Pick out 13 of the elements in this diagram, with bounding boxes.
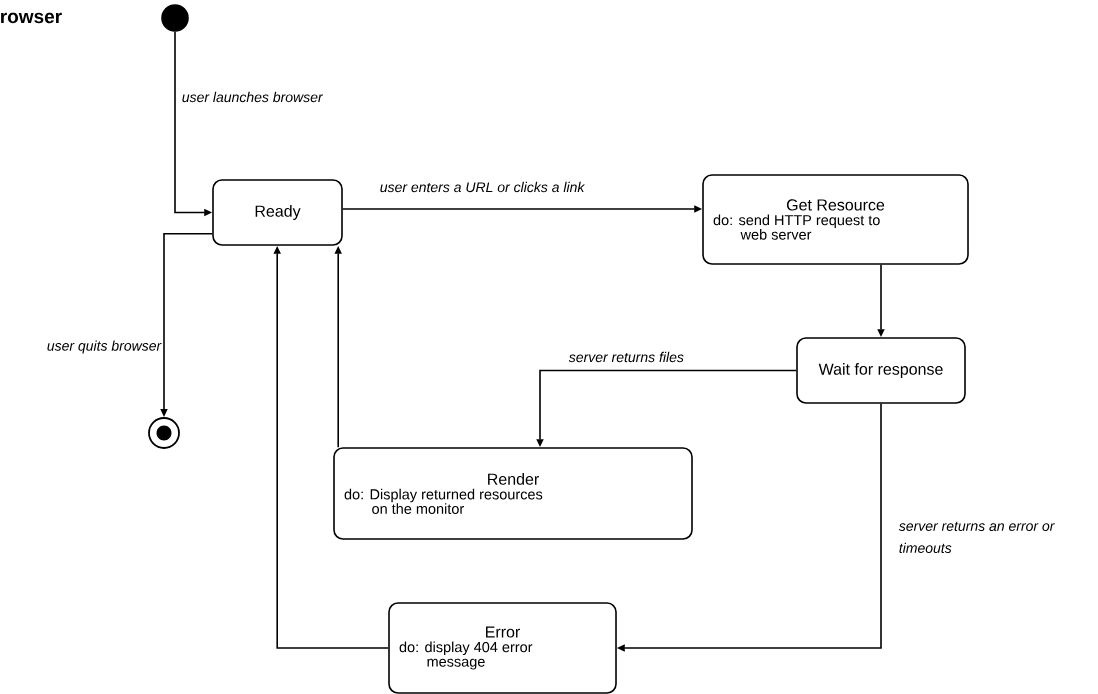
state-box: Render do: Display returned resources on the monitor — [333, 447, 693, 540]
state-box: Get Resource do: send HTTP request to web server — [702, 174, 969, 265]
state-box: Error do: display 404 error message — [388, 602, 617, 694]
edge-label: user quits browser — [47, 340, 162, 354]
initial-state — [161, 4, 189, 32]
state-box: Ready — [212, 179, 343, 246]
title: rowser — [1, 12, 62, 24]
edge-label: server returns files — [568, 351, 684, 363]
edge-label: server returns an error or timeouts — [898, 521, 1055, 553]
edge-label: user enters a URL or clicks a link — [380, 181, 585, 193]
final-state — [148, 417, 180, 449]
edge-label: user launches browser — [182, 91, 324, 103]
state-box: Wait for response — [796, 337, 966, 404]
